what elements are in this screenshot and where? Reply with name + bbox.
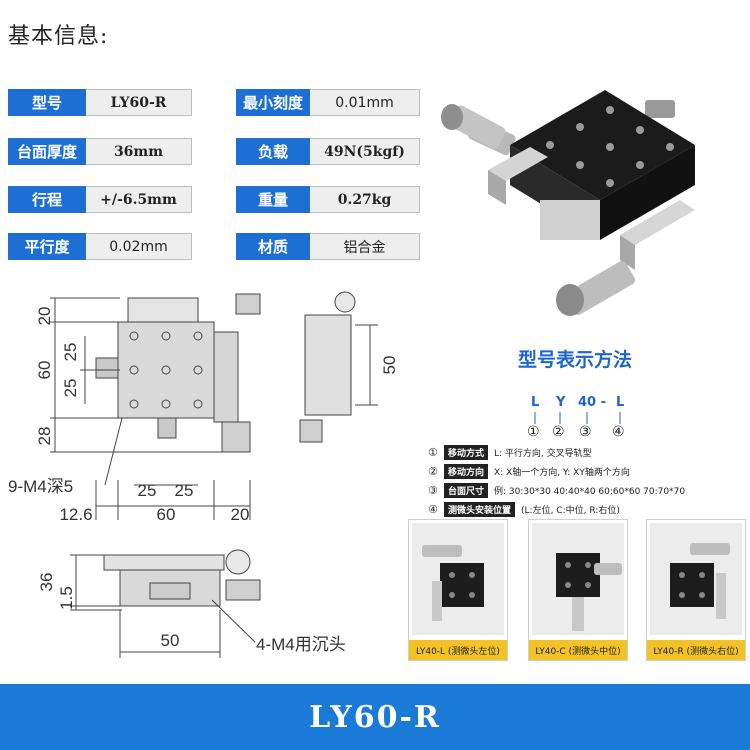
dim-bottom-60: 60 [157,505,176,524]
variant-caption: LY40-L (测微头左位) [409,640,507,660]
spec-label: 平行度 [8,233,86,260]
variant-photo [532,523,624,635]
dim-side-50: 50 [380,356,399,375]
callout-countersink: 4-M4用沉头 [256,635,346,654]
rule-row: ② 移动方向 X: X轴一个方向, Y: XY轴两个方向 [428,463,630,479]
rule-tag: 台面尺寸 [444,482,489,498]
spec-value: 49N(5kgf) [310,138,420,165]
spec-parallelism: 平行度 0.02mm [8,233,192,260]
variant-photo [650,523,742,635]
spec-load: 负载 49N(5kgf) [236,138,420,165]
rule-tag: 移动方式 [444,444,489,460]
product-photo [430,75,730,325]
code-part-1: L [531,395,540,410]
variant-card-left: LY40-L (测微头左位) [408,519,508,661]
spec-label: 型号 [8,89,86,116]
spec-model: 型号 LY60-R [8,89,192,116]
spec-weight: 重量 0.27kg [236,186,420,213]
dim-bottom-25b: 25 [175,481,194,500]
spec-label: 重量 [236,186,310,213]
dim-front-1-5: 1.5 [57,586,76,610]
callout-holes: 9-M4深5 [8,477,73,496]
spec-value: 铝合金 [310,233,420,260]
variant-card-center: LY40-C (测微头中位) [528,519,628,661]
page-title: 基本信息: [8,24,109,49]
spec-min-scale: 最小刻度 0.01mm [236,89,420,116]
spec-value: LY60-R [86,89,192,116]
rule-num: ② [428,464,438,478]
spec-value: 0.27kg [310,186,420,213]
dim-top-28: 28 [35,427,54,446]
code-num-3: ③ [579,424,592,440]
code-num-1: ① [527,424,540,440]
dim-top-20: 20 [35,307,54,326]
spec-thickness: 台面厚度 36mm [8,138,192,165]
code-part-4: L [616,395,625,410]
rule-tag: 测微头安装位置 [444,501,516,517]
rule-tag: 移动方向 [444,463,489,479]
spec-label: 最小刻度 [236,89,310,116]
rule-row: ④ 测微头安装位置 (L:左位, C:中位, R:右位) [428,501,620,517]
variant-caption: LY40-R (测微头右位) [647,640,745,660]
variant-card-right: LY40-R (测微头右位) [646,519,746,661]
dim-bottom-25a: 25 [138,481,157,500]
dim-top-25b: 25 [61,379,80,398]
spec-label: 台面厚度 [8,138,86,165]
code-num-4: ④ [612,424,625,440]
rule-text: (L:左位, C:中位, R:右位) [521,505,620,516]
technical-drawing: 20 25 60 25 28 25 25 12.6 60 20 50 36 1.… [8,291,399,658]
spec-value: +/-6.5mm [86,186,192,213]
variant-caption: LY40-C (测微头中位) [529,640,627,660]
model-banner: LY60-R [0,684,750,750]
dim-top-60: 60 [35,361,54,380]
model-notation-title: 型号表示方法 [517,349,632,371]
spec-value: 0.02mm [86,233,192,260]
spec-material: 材质 铝合金 [236,233,420,260]
rule-text: X: X轴一个方向, Y: XY轴两个方向 [494,467,630,478]
spec-travel: 行程 +/-6.5mm [8,186,192,213]
spec-value: 0.01mm [310,89,420,116]
banner-text: LY60-R [309,699,441,735]
rule-row: ① 移动方式 L: 平行方向, 交叉导轨型 [428,444,592,460]
rule-text: 例: 30:30*30 40:40*40 60:60*60 70:70*70 [494,486,686,497]
spec-label: 负载 [236,138,310,165]
rule-num: ④ [428,502,438,516]
spec-label: 行程 [8,186,86,213]
dim-top-25a: 25 [61,343,80,362]
code-connectors [534,412,621,424]
dim-bottom-20: 20 [231,505,250,524]
rule-text: L: 平行方向, 交叉导轨型 [494,448,592,459]
code-num-2: ② [552,424,565,440]
rule-row: ③ 台面尺寸 例: 30:30*30 40:40*40 60:60*60 70:… [428,482,685,498]
spec-value: 36mm [86,138,192,165]
rule-num: ① [428,445,438,459]
dim-front-36: 36 [37,573,56,592]
rule-num: ③ [428,483,438,497]
spec-label: 材质 [236,233,310,260]
dim-bottom-12-6: 12.6 [59,505,92,524]
dim-front-50: 50 [161,631,180,650]
variant-photo [412,523,504,635]
code-part-2: Y [556,395,566,410]
code-part-3: 40 - [578,395,607,410]
